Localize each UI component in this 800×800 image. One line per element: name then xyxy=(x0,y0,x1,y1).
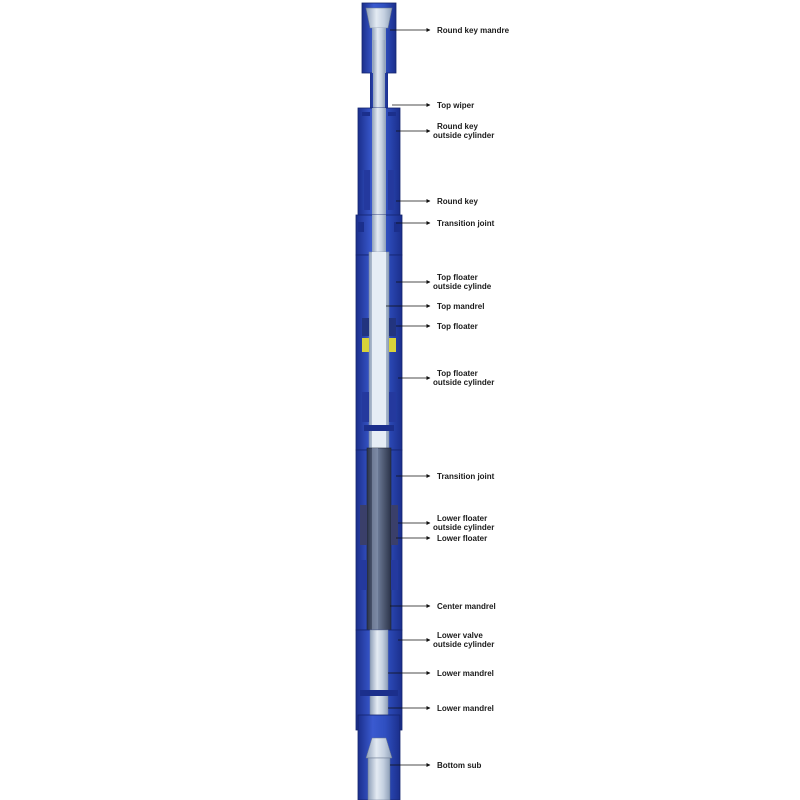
label-transition-joint-1: Transition joint xyxy=(437,219,495,228)
label-top-wiper: Top wiper xyxy=(437,101,474,110)
label-round-key-outside-cylinder-line-2: outside cylinder xyxy=(433,131,494,140)
label-transition-joint-2: Transition joint xyxy=(437,472,495,481)
label-round-key: Round key xyxy=(437,197,478,206)
callout-center-mandrel: Center mandrel xyxy=(390,602,496,611)
label-center-mandrel: Center mandrel xyxy=(437,602,496,611)
callout-transition-joint-1: Transition joint xyxy=(396,219,495,228)
label-lower-valve-outside-cylinder-line-2: outside cylinder xyxy=(433,640,494,649)
callout-round-key-mandrel: Round key mandre xyxy=(390,26,510,35)
callout-top-wiper: Top wiper xyxy=(392,101,474,110)
transition-joint-1-part xyxy=(355,214,403,256)
callout-top-floater: Top floater xyxy=(396,322,478,331)
callout-lower-floater: Lower floater xyxy=(396,534,487,543)
seal-left xyxy=(362,338,369,352)
label-top-floater-outside-cylinder-line-1: Top floater xyxy=(437,369,478,378)
round-key-outside-cylinder-part xyxy=(357,107,401,227)
callout-bottom-sub: Bottom sub xyxy=(390,761,482,770)
bottom-sub-part xyxy=(357,714,401,800)
label-lower-mandrel-2: Lower mandrel xyxy=(437,704,494,713)
label-top-mandrel: Top mandrel xyxy=(437,302,484,311)
label-round-key-outside-cylinder-line-1: Round key xyxy=(437,122,478,131)
label-round-key-mandrel: Round key mandre xyxy=(437,26,510,35)
label-lower-floater-outside-cylinder-line-2: outside cylinder xyxy=(433,523,494,532)
label-top-floater-outside-cylinder-line-2: outside cylinder xyxy=(433,378,494,387)
callout-transition-joint-2: Transition joint xyxy=(396,472,495,481)
lower-floater-section xyxy=(355,447,403,645)
callout-round-key: Round key xyxy=(396,197,478,206)
label-bottom-sub: Bottom sub xyxy=(437,761,482,770)
label-top-floater: Top floater xyxy=(437,322,478,331)
callout-lower-mandrel-1: Lower mandrel xyxy=(388,669,494,678)
seal-right xyxy=(389,338,396,352)
label-lower-mandrel-1: Lower mandrel xyxy=(437,669,494,678)
label-lower-valve-outside-cylinder-line-1: Lower valve xyxy=(437,631,483,640)
label-top-floater-outside-cylinde-line-2: outside cylinde xyxy=(433,282,492,291)
callout-lower-mandrel-2: Lower mandrel xyxy=(388,704,494,713)
label-lower-floater-outside-cylinder-line-1: Lower floater xyxy=(437,514,487,523)
lower-valve-section xyxy=(355,629,403,739)
label-top-floater-outside-cylinde-line-1: Top floater xyxy=(437,273,478,282)
round-key-mandrel-part xyxy=(361,2,397,110)
callout-top-mandrel: Top mandrel xyxy=(386,302,484,311)
label-lower-floater: Lower floater xyxy=(437,534,487,543)
top-floater-section xyxy=(355,251,403,453)
